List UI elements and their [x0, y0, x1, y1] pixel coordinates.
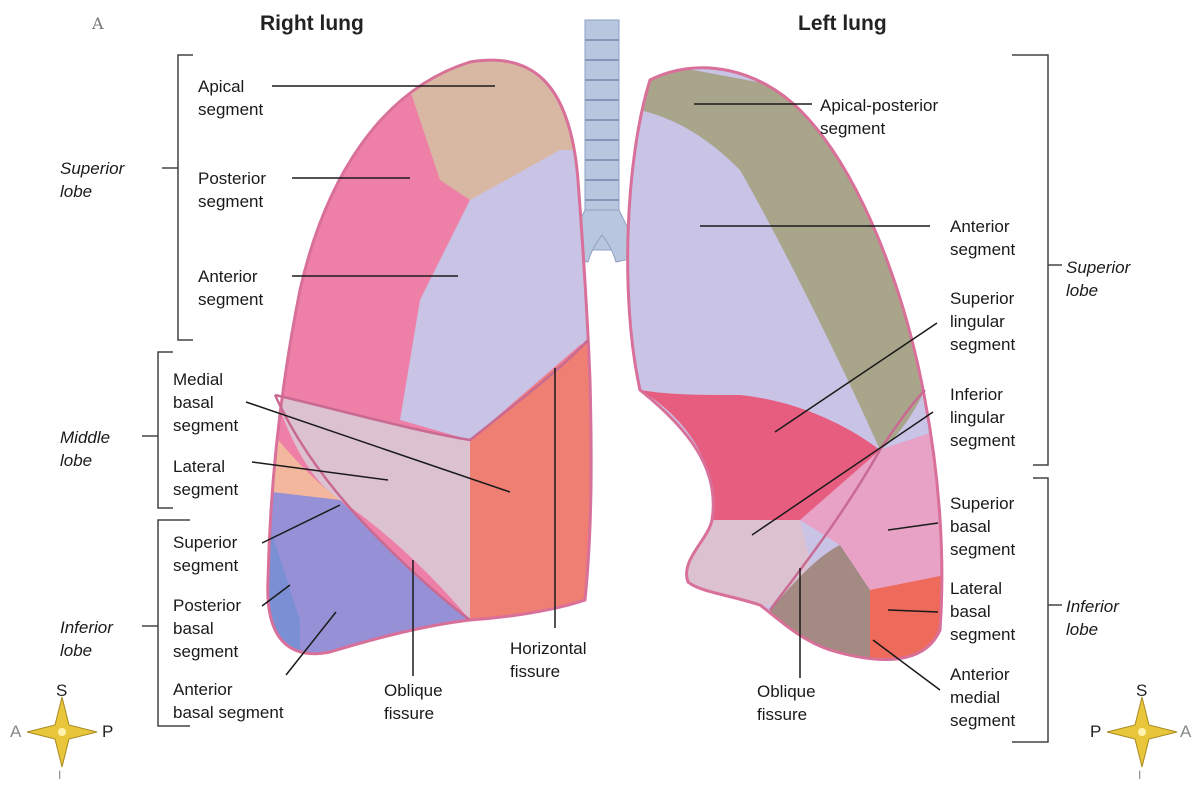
posterior-segment-label: Posterior segment [198, 167, 266, 213]
left-anterior-segment-label: Anterior segment [950, 215, 1015, 261]
compass-right-inferior: I [1138, 768, 1141, 782]
left-lung [620, 50, 960, 670]
inferior-lingular-segment-label: Inferior lingular segment [950, 383, 1015, 452]
right-oblique-fissure-label: Oblique fissure [384, 679, 443, 725]
left-superior-lobe-label: Superior lobe [1066, 256, 1130, 302]
left-lung-title: Left lung [798, 12, 887, 36]
compass-right-anterior: A [1180, 722, 1191, 742]
anterior-medial-segment-label: Anterior medial segment [950, 663, 1015, 732]
compass-left-superior: S [56, 681, 67, 701]
posterior-basal-segment-label: Posterior basal segment [173, 594, 241, 663]
superior-basal-segment-label: Superior basal segment [950, 492, 1015, 561]
right-middle-lobe-label: Middle lobe [60, 426, 110, 472]
compass-right-superior: S [1136, 681, 1147, 701]
compass-left-inferior: I [58, 768, 61, 782]
superior-segment-label: Superior segment [173, 531, 238, 577]
right-lung-title: Right lung [260, 12, 364, 36]
left-oblique-fissure-label: Oblique fissure [757, 680, 816, 726]
horizontal-fissure-label: Horizontal fissure [510, 637, 587, 683]
compass-right-icon [1107, 697, 1177, 767]
compass-left-posterior: P [102, 722, 113, 742]
apical-segment-label: Apical segment [198, 75, 263, 121]
compass-left-anterior: A [10, 722, 21, 742]
superior-lingular-segment-label: Superior lingular segment [950, 287, 1015, 356]
lateral-basal-segment-label: Lateral basal segment [950, 577, 1015, 646]
right-superior-lobe-label: Superior lobe [60, 157, 124, 203]
medial-basal-segment-label: Medial basal segment [173, 368, 238, 437]
compass-left-icon [27, 697, 97, 767]
compass-right-posterior: P [1090, 722, 1101, 742]
lateral-segment-label: Lateral segment [173, 455, 238, 501]
anterior-segment-label: Anterior segment [198, 265, 263, 311]
right-lung [250, 40, 610, 660]
left-inferior-lobe-label: Inferior lobe [1066, 595, 1119, 641]
panel-letter: A [92, 14, 104, 33]
anterior-basal-segment-label: Anterior basal segment [173, 678, 284, 724]
apical-posterior-segment-label: Apical-posterior segment [820, 94, 938, 140]
right-inferior-lobe-label: Inferior lobe [60, 616, 113, 662]
